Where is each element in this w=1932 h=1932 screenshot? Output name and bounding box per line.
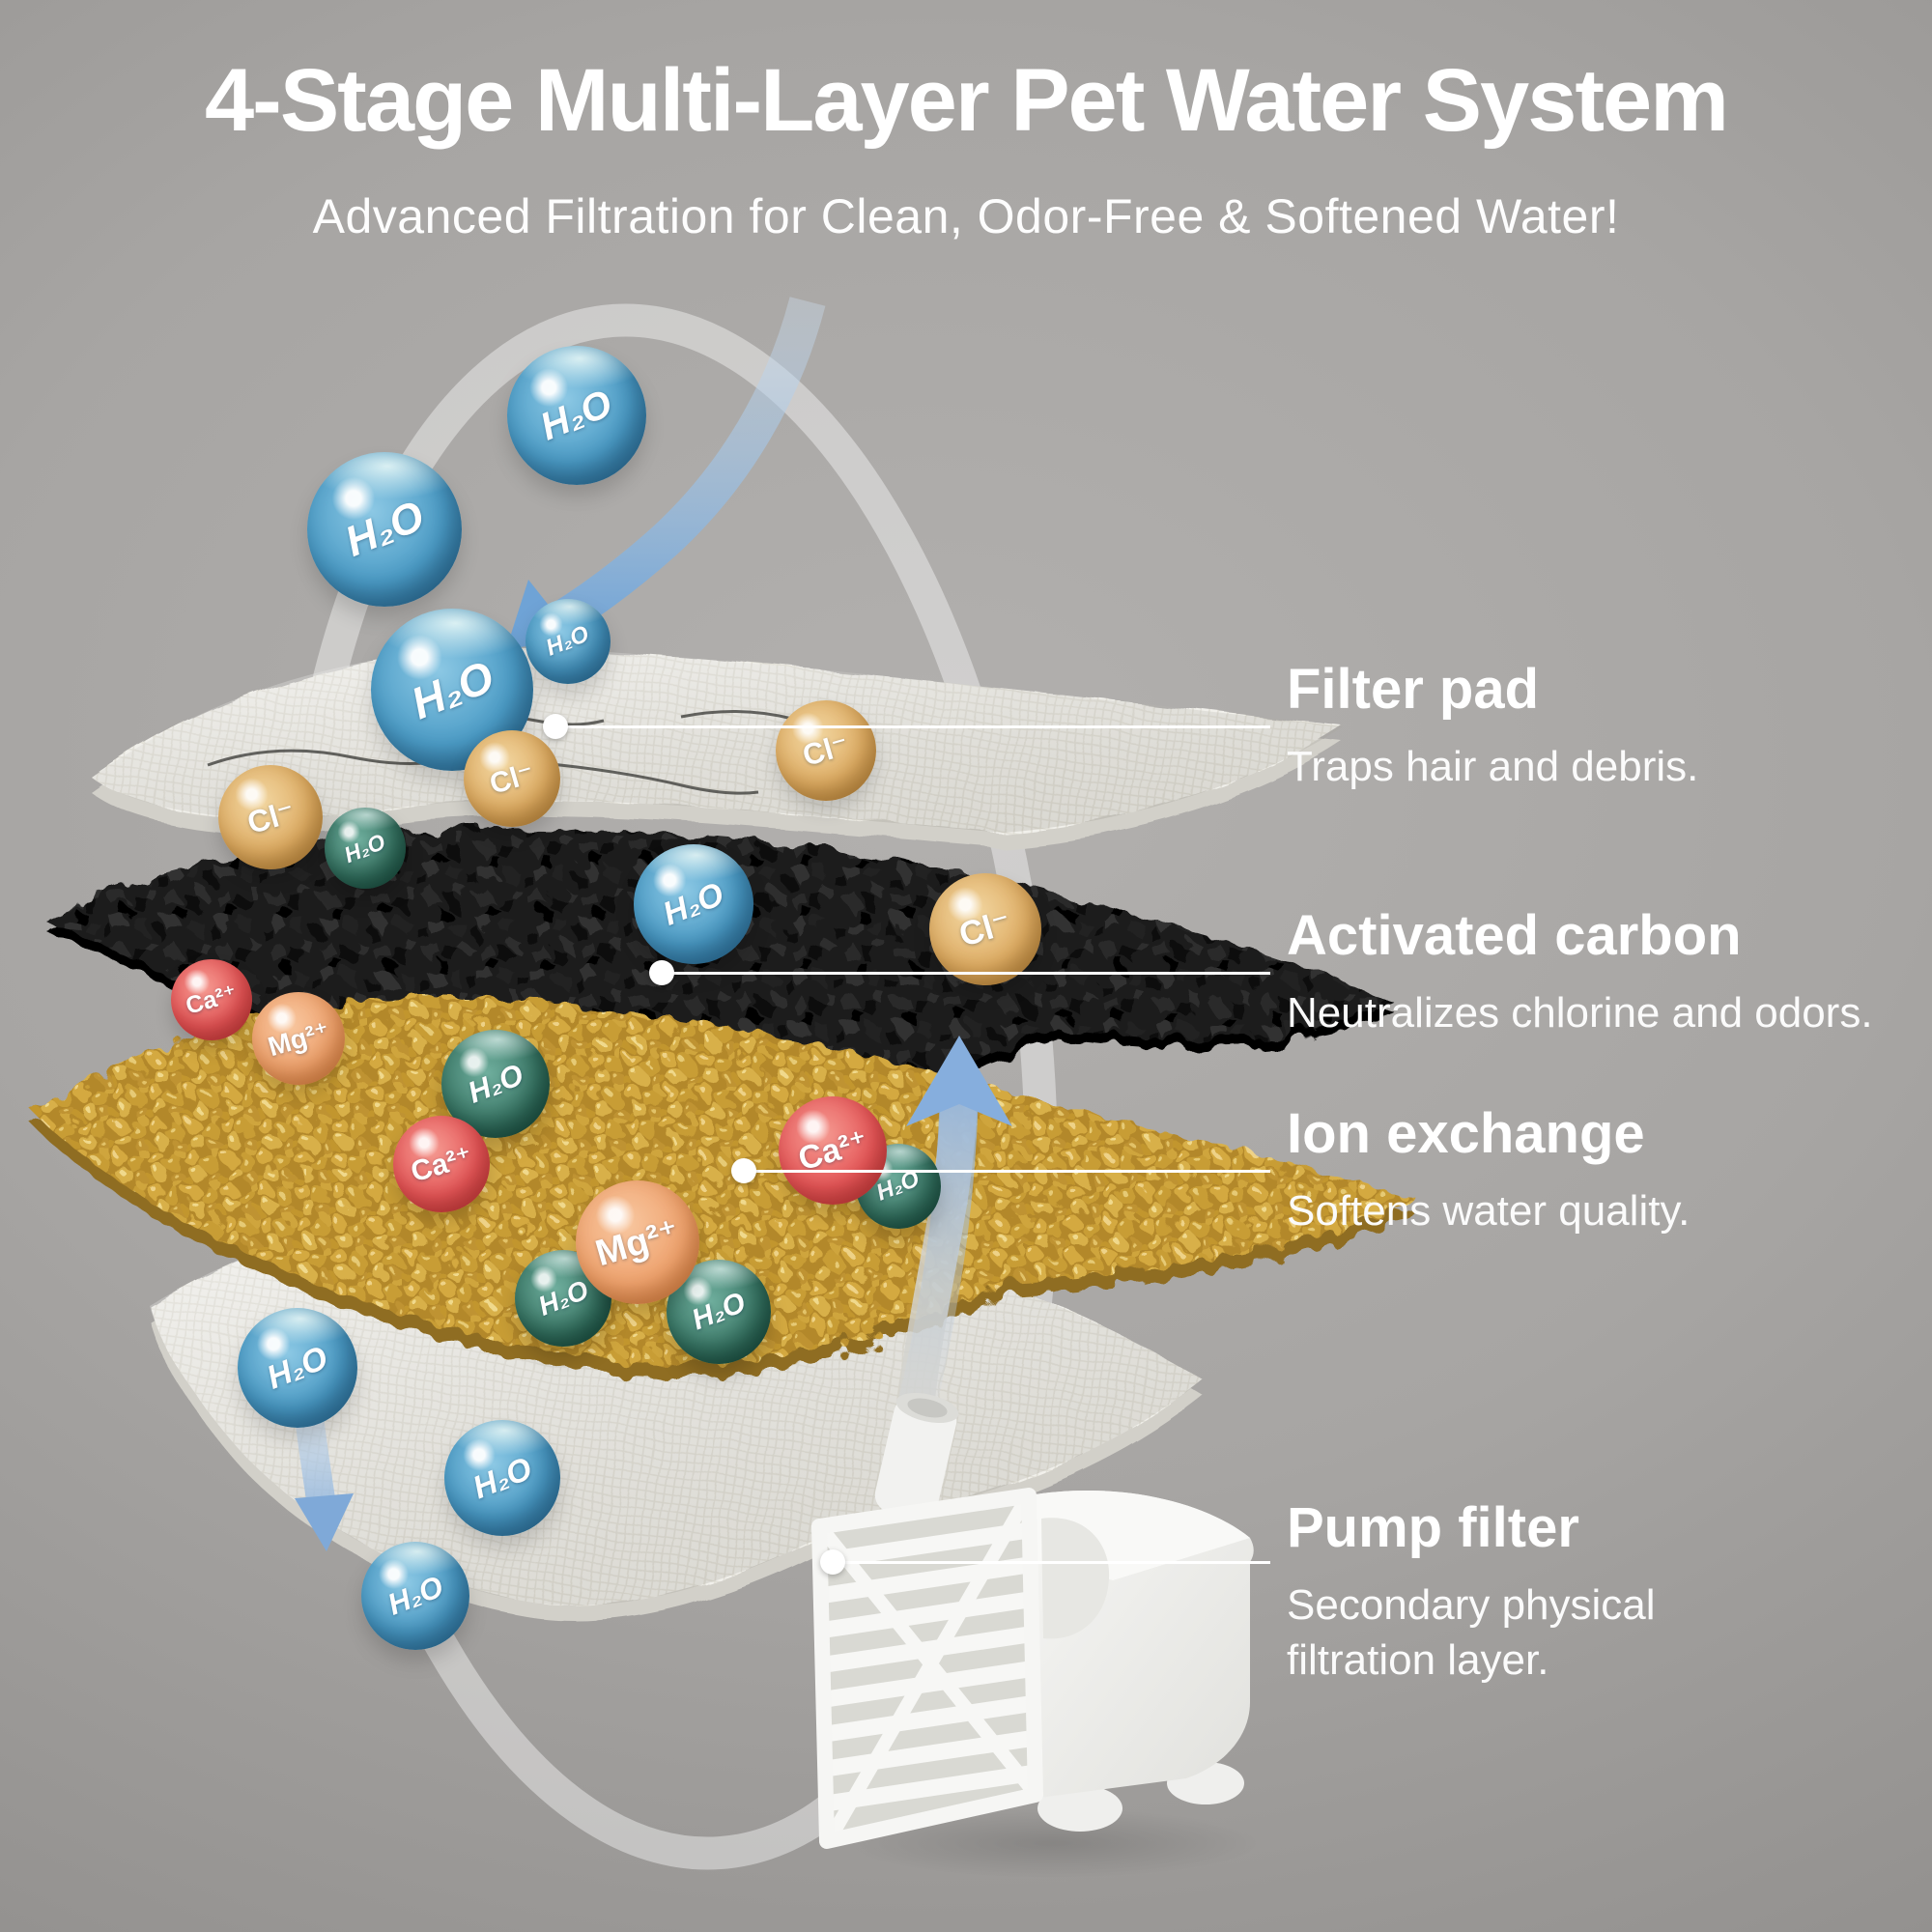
magnesium-ion: Mg²⁺ [252, 992, 345, 1085]
pump-shadow [845, 1808, 1261, 1878]
calcium-ion-label: Ca²⁺ [407, 1140, 476, 1188]
stage-name: Filter pad [1287, 658, 1540, 721]
stage-name: Ion exchange [1287, 1102, 1645, 1165]
pump-filter-callout-line [833, 1561, 1270, 1564]
stage-description: Secondary physical filtration layer. [1287, 1581, 1656, 1685]
water-molecule-label: H₂O [658, 874, 729, 933]
ion-exchange-callout-dot [731, 1158, 756, 1183]
water-molecule-label: H₂O [463, 1057, 528, 1110]
chloride-ion: Cl⁻ [218, 765, 323, 869]
stage-description: Softens water quality. [1287, 1187, 1690, 1235]
magnesium-ion-label: Mg²⁺ [591, 1211, 685, 1274]
chloride-ion: Cl⁻ [776, 700, 876, 801]
chloride-ion-label: Cl⁻ [954, 903, 1015, 954]
pump-filter-callout-dot [820, 1549, 845, 1575]
magnesium-ion-label: Mg²⁺ [264, 1015, 333, 1062]
activated-carbon-callout-line [662, 972, 1270, 975]
water-molecule: H₂O [325, 808, 406, 889]
stage-label-ion-exchange: Ion exchange Softens water quality. [1287, 1101, 1690, 1238]
water-molecule: H₂O [238, 1308, 357, 1428]
stage-label-filter-pad: Filter pad Traps hair and debris. [1287, 657, 1698, 794]
water-molecule-label: H₂O [687, 1286, 751, 1337]
calcium-ion: Ca²⁺ [171, 959, 252, 1040]
chloride-ion-label: Cl⁻ [486, 756, 538, 801]
magnesium-ion: Mg²⁺ [576, 1180, 699, 1304]
pump-notch [1041, 1518, 1110, 1639]
pump-foot [1037, 1785, 1122, 1832]
activated-carbon-callout-dot [649, 960, 674, 985]
calcium-ion: Ca²⁺ [779, 1096, 887, 1205]
water-molecule-label: H₂O [542, 620, 593, 662]
page-title: 4-Stage Multi-Layer Pet Water System [205, 51, 1729, 150]
page-subtitle: Advanced Filtration for Clean, Odor-Free… [312, 189, 1620, 243]
ion-exchange-callout-line [744, 1170, 1270, 1173]
water-molecule-label: H₂O [534, 382, 618, 449]
water-molecule-label: H₂O [533, 1274, 593, 1321]
stage-description: Traps hair and debris. [1287, 743, 1699, 790]
stage-name: Pump filter [1287, 1496, 1579, 1559]
stage-label-activated-carbon: Activated carbon Neutralizes chlorine an… [1287, 903, 1873, 1040]
water-molecule-label: H₂O [262, 1338, 333, 1397]
water-molecule: H₂O [361, 1542, 469, 1650]
stage-name: Activated carbon [1287, 904, 1742, 967]
calcium-ion: Ca²⁺ [393, 1116, 490, 1212]
pump-spout [874, 1392, 959, 1520]
water-molecule: H₂O [634, 844, 753, 964]
water-molecule-label: H₂O [383, 1569, 448, 1622]
water-molecule: H₂O [526, 599, 611, 684]
water-molecule-label: H₂O [404, 650, 500, 729]
water-molecule: H₂O [307, 452, 462, 607]
stage-label-pump-filter: Pump filter Secondary physical filtratio… [1287, 1495, 1712, 1688]
chloride-ion-label: Cl⁻ [242, 793, 298, 841]
filter-pad-callout-line [555, 725, 1270, 728]
pump-grille [811, 1488, 1043, 1849]
pump [811, 1392, 1261, 1878]
chloride-ion: Cl⁻ [929, 873, 1041, 985]
chloride-ion-label: Cl⁻ [799, 727, 853, 773]
filter-pad-callout-dot [543, 714, 568, 739]
chloride-ion: Cl⁻ [464, 730, 560, 827]
water-molecule-label: H₂O [340, 828, 389, 867]
water-molecule-label: H₂O [338, 492, 431, 566]
water-molecule: H₂O [507, 346, 646, 485]
water-molecule-label: H₂O [468, 1449, 537, 1506]
header: 4-Stage Multi-Layer Pet Water System Adv… [0, 0, 1932, 244]
water-molecule: H₂O [444, 1420, 560, 1536]
stage-description: Neutralizes chlorine and odors. [1287, 989, 1873, 1037]
calcium-ion-label: Ca²⁺ [183, 980, 241, 1020]
